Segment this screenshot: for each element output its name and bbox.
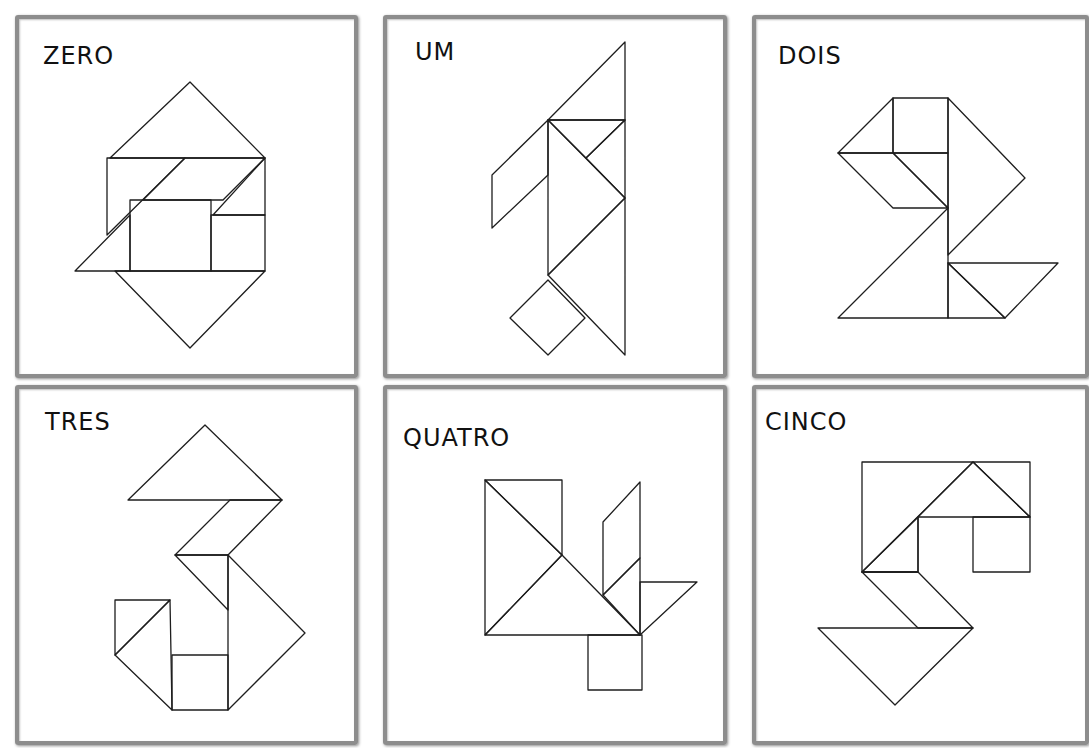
panel: UM xyxy=(383,15,727,378)
panel-title: CINCO xyxy=(765,409,847,435)
panel-title: DOIS xyxy=(778,43,842,69)
panel-title: TRES xyxy=(45,409,111,435)
tangram-one xyxy=(492,42,625,355)
tangram-four xyxy=(485,480,697,690)
panel-title: ZERO xyxy=(43,43,114,69)
panel: DOIS xyxy=(752,15,1089,378)
panel: CINCO xyxy=(752,385,1089,745)
tangram-five xyxy=(818,462,1030,705)
panel: TRES xyxy=(15,385,358,745)
panel: ZERO xyxy=(15,15,358,378)
panel-title: QUATRO xyxy=(403,425,510,451)
tangram-three xyxy=(115,425,305,710)
panel: QUATRO xyxy=(383,385,727,745)
tangram-zero xyxy=(75,82,265,348)
panel-title: UM xyxy=(415,39,455,65)
tangram-two xyxy=(838,98,1058,318)
